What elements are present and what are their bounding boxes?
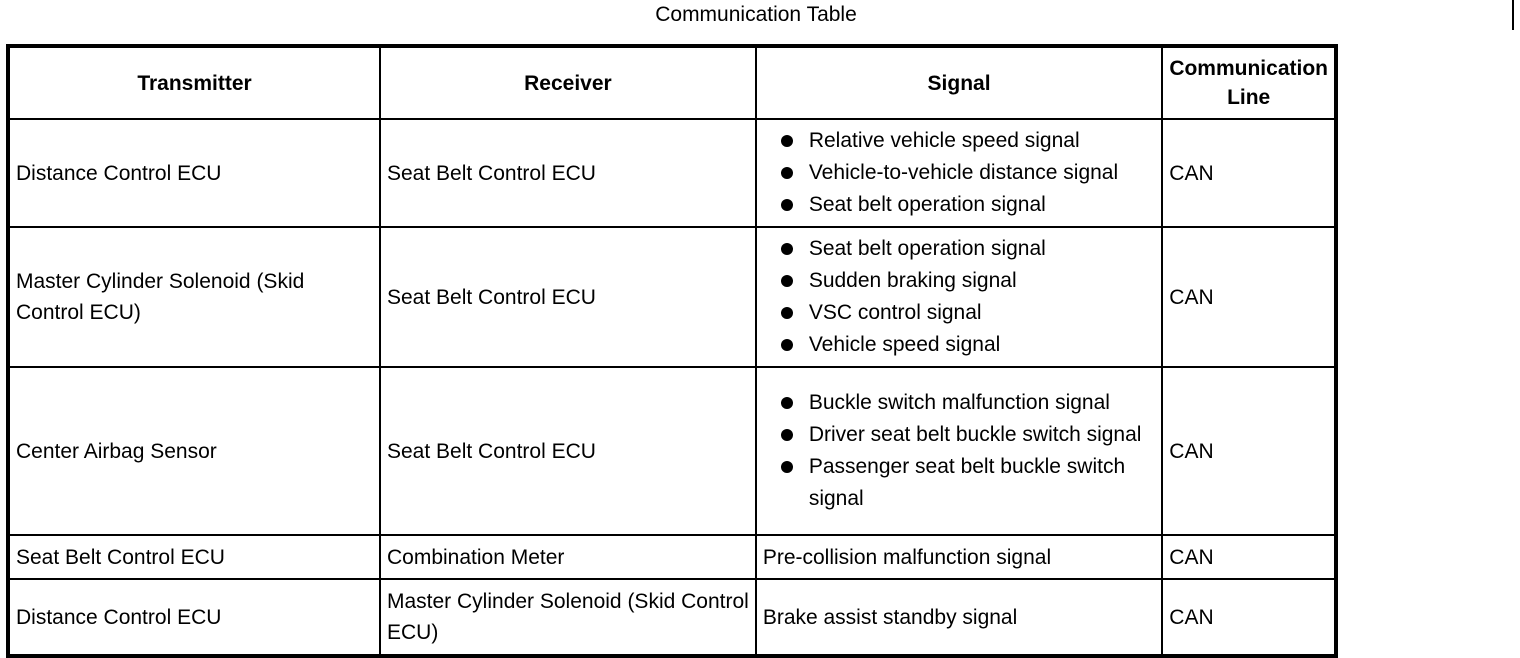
table-title: Communication Table xyxy=(655,3,857,26)
page-edge-rule xyxy=(1512,0,1514,30)
header-row: Transmitter Receiver Signal Communicatio… xyxy=(7,45,1337,120)
cell-receiver: Seat Belt Control ECU xyxy=(379,226,757,368)
cell-signal: Pre-collision malfunction signal xyxy=(754,534,1164,580)
cell-signal: Brake assist standby signal xyxy=(754,578,1164,657)
bullet-icon xyxy=(780,199,793,211)
table-row: Center Airbag Sensor Seat Belt Control E… xyxy=(7,366,1337,536)
cell-receiver: Seat Belt Control ECU xyxy=(379,118,757,228)
cell-signal: Buckle switch malfunction signal Driver … xyxy=(754,366,1164,536)
bullet-icon xyxy=(780,275,793,287)
signal-item: Buckle switch malfunction signal xyxy=(763,387,1155,419)
table-row: Distance Control ECU Seat Belt Control E… xyxy=(7,118,1337,228)
cell-line: CAN xyxy=(1161,534,1337,580)
header-transmitter: Transmitter xyxy=(7,45,381,120)
signal-item: VSC control signal xyxy=(763,297,1155,329)
cell-receiver: Master Cylinder Solenoid (Skid Control E… xyxy=(379,578,757,657)
signal-list: Buckle switch malfunction signal Driver … xyxy=(763,387,1155,515)
signal-item: Relative vehicle speed signal xyxy=(763,125,1155,157)
signal-item: Seat belt operation signal xyxy=(763,189,1155,221)
signal-text: Seat belt operation signal xyxy=(808,193,1046,216)
signal-list: Seat belt operation signal Sudden brakin… xyxy=(763,233,1155,361)
cell-line: CAN xyxy=(1161,118,1337,228)
header-signal: Signal xyxy=(754,45,1164,120)
bullet-icon xyxy=(780,339,793,351)
bullet-icon xyxy=(780,135,793,147)
cell-receiver: Combination Meter xyxy=(379,534,757,580)
cell-transmitter: Distance Control ECU xyxy=(7,118,381,228)
bullet-icon xyxy=(780,307,793,319)
bullet-icon xyxy=(780,461,793,473)
table-row: Distance Control ECU Master Cylinder Sol… xyxy=(7,578,1337,657)
cell-transmitter: Master Cylinder Solenoid (Skid Control E… xyxy=(7,226,381,368)
header-receiver: Receiver xyxy=(379,45,757,120)
cell-line: CAN xyxy=(1161,226,1337,368)
signal-text: Driver seat belt buckle switch signal xyxy=(808,423,1142,446)
communication-table: Transmitter Receiver Signal Communicatio… xyxy=(6,44,1338,658)
signal-item: Passenger seat belt buckle switch signal xyxy=(763,451,1155,515)
signal-text: Relative vehicle speed signal xyxy=(808,129,1080,152)
cell-receiver: Seat Belt Control ECU xyxy=(379,366,757,536)
signal-item: Vehicle-to-vehicle distance signal xyxy=(763,157,1155,189)
signal-text: VSC control signal xyxy=(808,301,982,324)
bullet-icon xyxy=(780,397,793,409)
cell-line: CAN xyxy=(1161,366,1337,536)
cell-transmitter: Center Airbag Sensor xyxy=(7,366,381,536)
signal-text: Seat belt operation signal xyxy=(808,237,1046,260)
bullet-icon xyxy=(780,429,793,441)
signal-list: Relative vehicle speed signal Vehicle-to… xyxy=(763,125,1155,221)
bullet-icon xyxy=(780,167,793,179)
cell-signal: Relative vehicle speed signal Vehicle-to… xyxy=(754,118,1164,228)
signal-text: Vehicle-to-vehicle distance signal xyxy=(808,161,1119,184)
signal-text: Buckle switch malfunction signal xyxy=(808,391,1110,414)
cell-transmitter: Distance Control ECU xyxy=(7,578,381,657)
signal-item: Sudden braking signal xyxy=(763,265,1155,297)
signal-text: Vehicle speed signal xyxy=(808,333,1001,356)
cell-line: CAN xyxy=(1161,578,1337,657)
cell-signal: Seat belt operation signal Sudden brakin… xyxy=(754,226,1164,368)
signal-item: Vehicle speed signal xyxy=(763,329,1155,361)
table-row: Seat Belt Control ECU Combination Meter … xyxy=(7,534,1337,580)
bullet-icon xyxy=(780,243,793,255)
header-communication-line: Communication Line xyxy=(1161,45,1337,120)
signal-item: Seat belt operation signal xyxy=(763,233,1155,265)
cell-transmitter: Seat Belt Control ECU xyxy=(7,534,381,580)
signal-text: Sudden braking signal xyxy=(808,269,1017,292)
signal-item: Driver seat belt buckle switch signal xyxy=(763,419,1155,451)
table-row: Master Cylinder Solenoid (Skid Control E… xyxy=(7,226,1337,368)
signal-text: Passenger seat belt buckle switch signal xyxy=(808,455,1126,510)
